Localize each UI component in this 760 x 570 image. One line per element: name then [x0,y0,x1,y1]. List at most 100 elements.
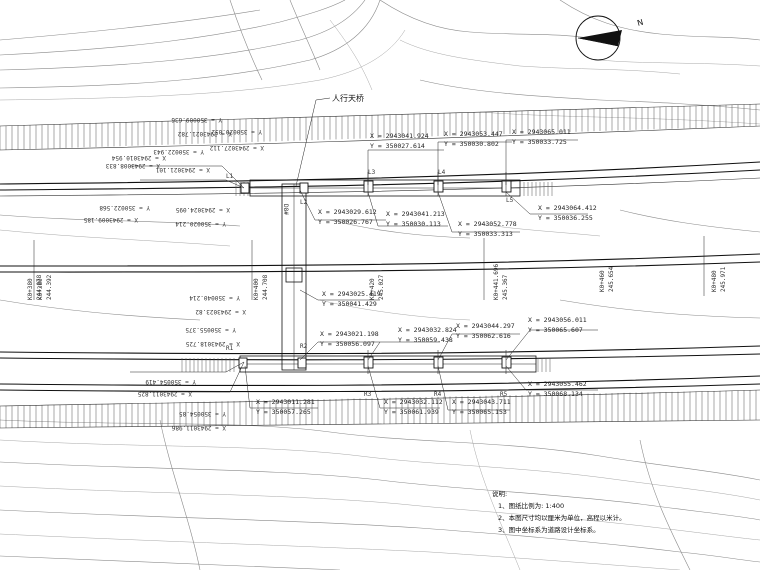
note-item: 3、图中坐标系为道路设计坐标系。 [498,525,600,534]
rotated-coordinate: X = 2943021.101 [155,166,210,173]
station-ticks [33,236,705,300]
rotated-coordinate: X = 2943027.112 [209,144,264,151]
station-number: K0+420 [369,278,376,300]
pier-l5 [501,180,512,193]
coordinate-y: Y = 350030.802 [444,140,499,148]
road-alignment [0,161,760,393]
note-item: 2、本图尺寸均以厘米为单位，高程以米计。 [498,513,626,522]
rotated-coordinate: Y = 350009.636 [171,116,222,123]
coordinate-x: X = 2943041.213 [386,210,445,218]
rotated-coordinate: Y = 350054.85 [179,410,226,417]
pier-l2 [299,182,309,194]
pier-r2 [297,357,307,369]
coordinate-x: X = 2943056.011 [528,316,587,324]
rotated-coordinate: X = 2943011.825 [137,390,192,397]
leader-lines [130,97,598,411]
station-number: K0+460 [599,270,606,292]
rotated-coordinate: Y = 350022.568 [99,204,150,211]
rotated-coordinate: X = 2943023.82 [195,308,246,315]
notes-block: 说明: 1、图纸比例为: 1:400 2、本图尺寸均以厘米为单位，高程以米计。 … [492,489,626,534]
station-number: K0+380 [37,278,44,300]
rotated-coordinate: X = 2943011.986 [171,424,226,431]
pier-r1 [238,357,248,369]
station-number: K0+480 [711,270,718,292]
north-symbol: N [636,18,644,28]
rotated-coordinate: X = 2943024.095 [175,206,230,213]
notes-title: 说明: [492,489,507,498]
coordinate-x: X = 2943021.198 [320,330,379,338]
station-number: K0+400 [253,278,260,300]
coordinate-y: Y = 350030.113 [386,220,441,228]
coordinate-y: Y = 350041.429 [322,300,377,308]
pier-l4 [433,180,444,193]
pier-l3 [363,180,374,193]
coordinate-x: X = 2943065.011 [512,128,571,136]
coordinate-y: Y = 350033.313 [458,230,513,238]
rotated-coordinate: Y = 350055.375 [185,326,236,333]
coordinate-x: X = 2943032.112 [384,398,443,406]
coordinate-x: X = 2943053.447 [444,130,503,138]
coordinate-y: Y = 350062.616 [456,332,511,340]
rotated-coordinate: X = 2943009.185 [83,216,138,223]
coordinate-x: X = 2943052.778 [458,220,517,228]
coordinate-y: Y = 350033.725 [512,138,567,146]
pier-label: L1 [226,173,234,180]
coordinate-x: X = 2943055.462 [528,380,587,388]
coordinate-y: Y = 350061.939 [384,408,439,416]
rotated-coordinate: Y = 350054.419 [145,378,196,385]
pier-label: R4 [434,391,442,398]
pier-r3 [363,356,374,369]
pier-label: L5 [506,197,514,204]
station-elevation: 245.027 [378,274,385,300]
rotated-coordinate: Y = 350040.214 [189,294,240,301]
pier-label: R2 [300,343,308,350]
station-elevation: 244.392 [46,274,53,300]
coordinate-y: Y = 350056.097 [320,340,375,348]
coordinate-y: Y = 350059.438 [398,336,453,344]
coordinate-y: Y = 350065.607 [528,326,583,334]
station-number: K0+441.696 [493,263,500,300]
coordinate-x: X = 2943029.612 [318,208,377,216]
pier-label: L4 [438,169,446,176]
coordinate-x: X = 2943044.297 [456,322,515,330]
station-elevation: 245.654 [608,266,615,292]
rotated-coordinate: X = 2943021.782 [177,130,232,137]
rotated-coordinate: Y = 350020.052 [211,128,262,135]
bridge-label: 人行天桥 [332,93,364,103]
coordinate-y: Y = 350057.265 [256,408,311,416]
coordinate-x: X = 2943025.419 [322,290,381,298]
pier-label: R3 [364,391,372,398]
rotated-coordinate: Y = 350022.943 [153,148,204,155]
station-elevation: 244.708 [262,274,269,300]
station-elevation: 245.367 [502,274,509,300]
coordinate-y: Y = 350027.614 [370,142,425,150]
coordinate-x: X = 2943011.281 [256,398,315,406]
coordinate-y: Y = 350026.767 [318,218,373,226]
rotated-coordinate: X = 2943008.833 [105,162,160,169]
coordinate-y: Y = 350068.134 [528,390,583,398]
embankment-hatch-bottom [0,389,760,429]
coordinate-x: X = 2943043.711 [452,398,511,406]
coordinate-x: X = 2943032.824 [398,326,457,334]
pier-l1 [240,182,250,194]
pier-label: L3 [368,169,376,176]
station-elevation: 245.971 [720,266,727,292]
coordinate-labels: X = 2943041.924 Y = 350027.614 X = 2943053… [256,128,597,416]
pier-r5 [501,356,512,369]
pier-label: R5 [500,391,508,398]
coordinate-y: Y = 350036.255 [538,214,593,222]
station-elevation: 244.078 [36,274,43,300]
station-number: K0+380 [27,278,34,300]
coordinate-x: X = 2943041.924 [370,132,429,140]
coordinate-x: X = 2943064.412 [538,204,597,212]
pier-label: L2 [300,199,308,206]
rotated-coordinate: Y = 350020.214 [175,220,226,227]
rotated-coordinate: X = 2943010.954 [111,154,166,161]
pier-label: D8# [282,204,289,215]
rotated-coordinate: X = 2943018.725 [185,340,240,347]
